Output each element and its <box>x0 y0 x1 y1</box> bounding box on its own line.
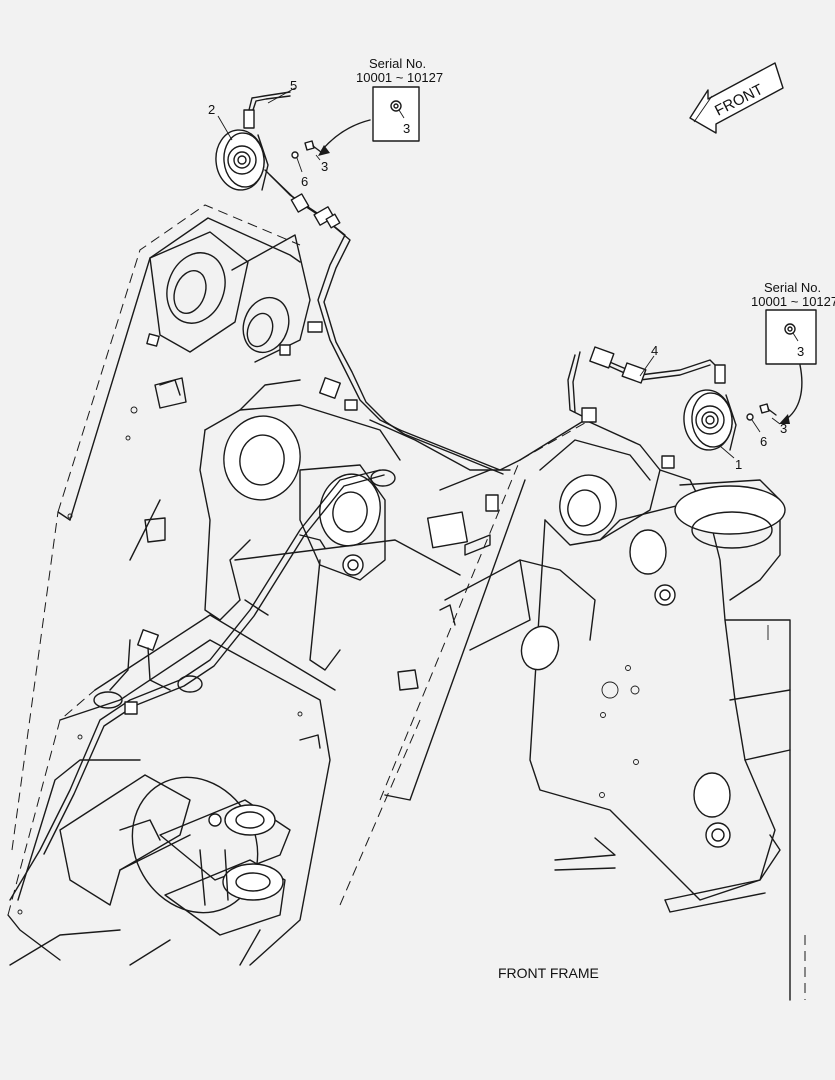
callout-3-top: 3 <box>321 159 328 174</box>
serial-right-range: 10001 ~ 10127 <box>751 294 835 309</box>
horn-assembly-right <box>683 364 777 451</box>
callout-2: 2 <box>208 102 215 117</box>
wiring-harness <box>9 169 721 901</box>
center-trunnion <box>199 379 511 671</box>
right-frame-body <box>339 419 806 1001</box>
front-direction-arrow: FRONT <box>689 62 784 134</box>
serial-top-item: 3 <box>403 121 410 136</box>
horn-assembly-top <box>215 91 322 191</box>
serial-right-item: 3 <box>797 344 804 359</box>
callout-5: 5 <box>290 78 297 93</box>
callout-3-right: 3 <box>780 421 787 436</box>
left-frame-body <box>7 204 336 966</box>
callout-leaders <box>217 87 803 459</box>
serial-right-title: Serial No. <box>764 280 821 295</box>
callout-6-top: 6 <box>301 174 308 189</box>
callout-1: 1 <box>735 457 742 472</box>
diagram-caption: FRONT FRAME <box>498 965 599 981</box>
serial-top-range: 10001 ~ 10127 <box>356 70 443 85</box>
serial-detail-right: Serial No. 10001 ~ 10127 3 <box>751 280 835 365</box>
serial-detail-top: Serial No. 10001 ~ 10127 3 <box>356 56 443 142</box>
callout-6-right: 6 <box>760 434 767 449</box>
callout-4: 4 <box>651 343 658 358</box>
serial-top-title: Serial No. <box>369 56 426 71</box>
